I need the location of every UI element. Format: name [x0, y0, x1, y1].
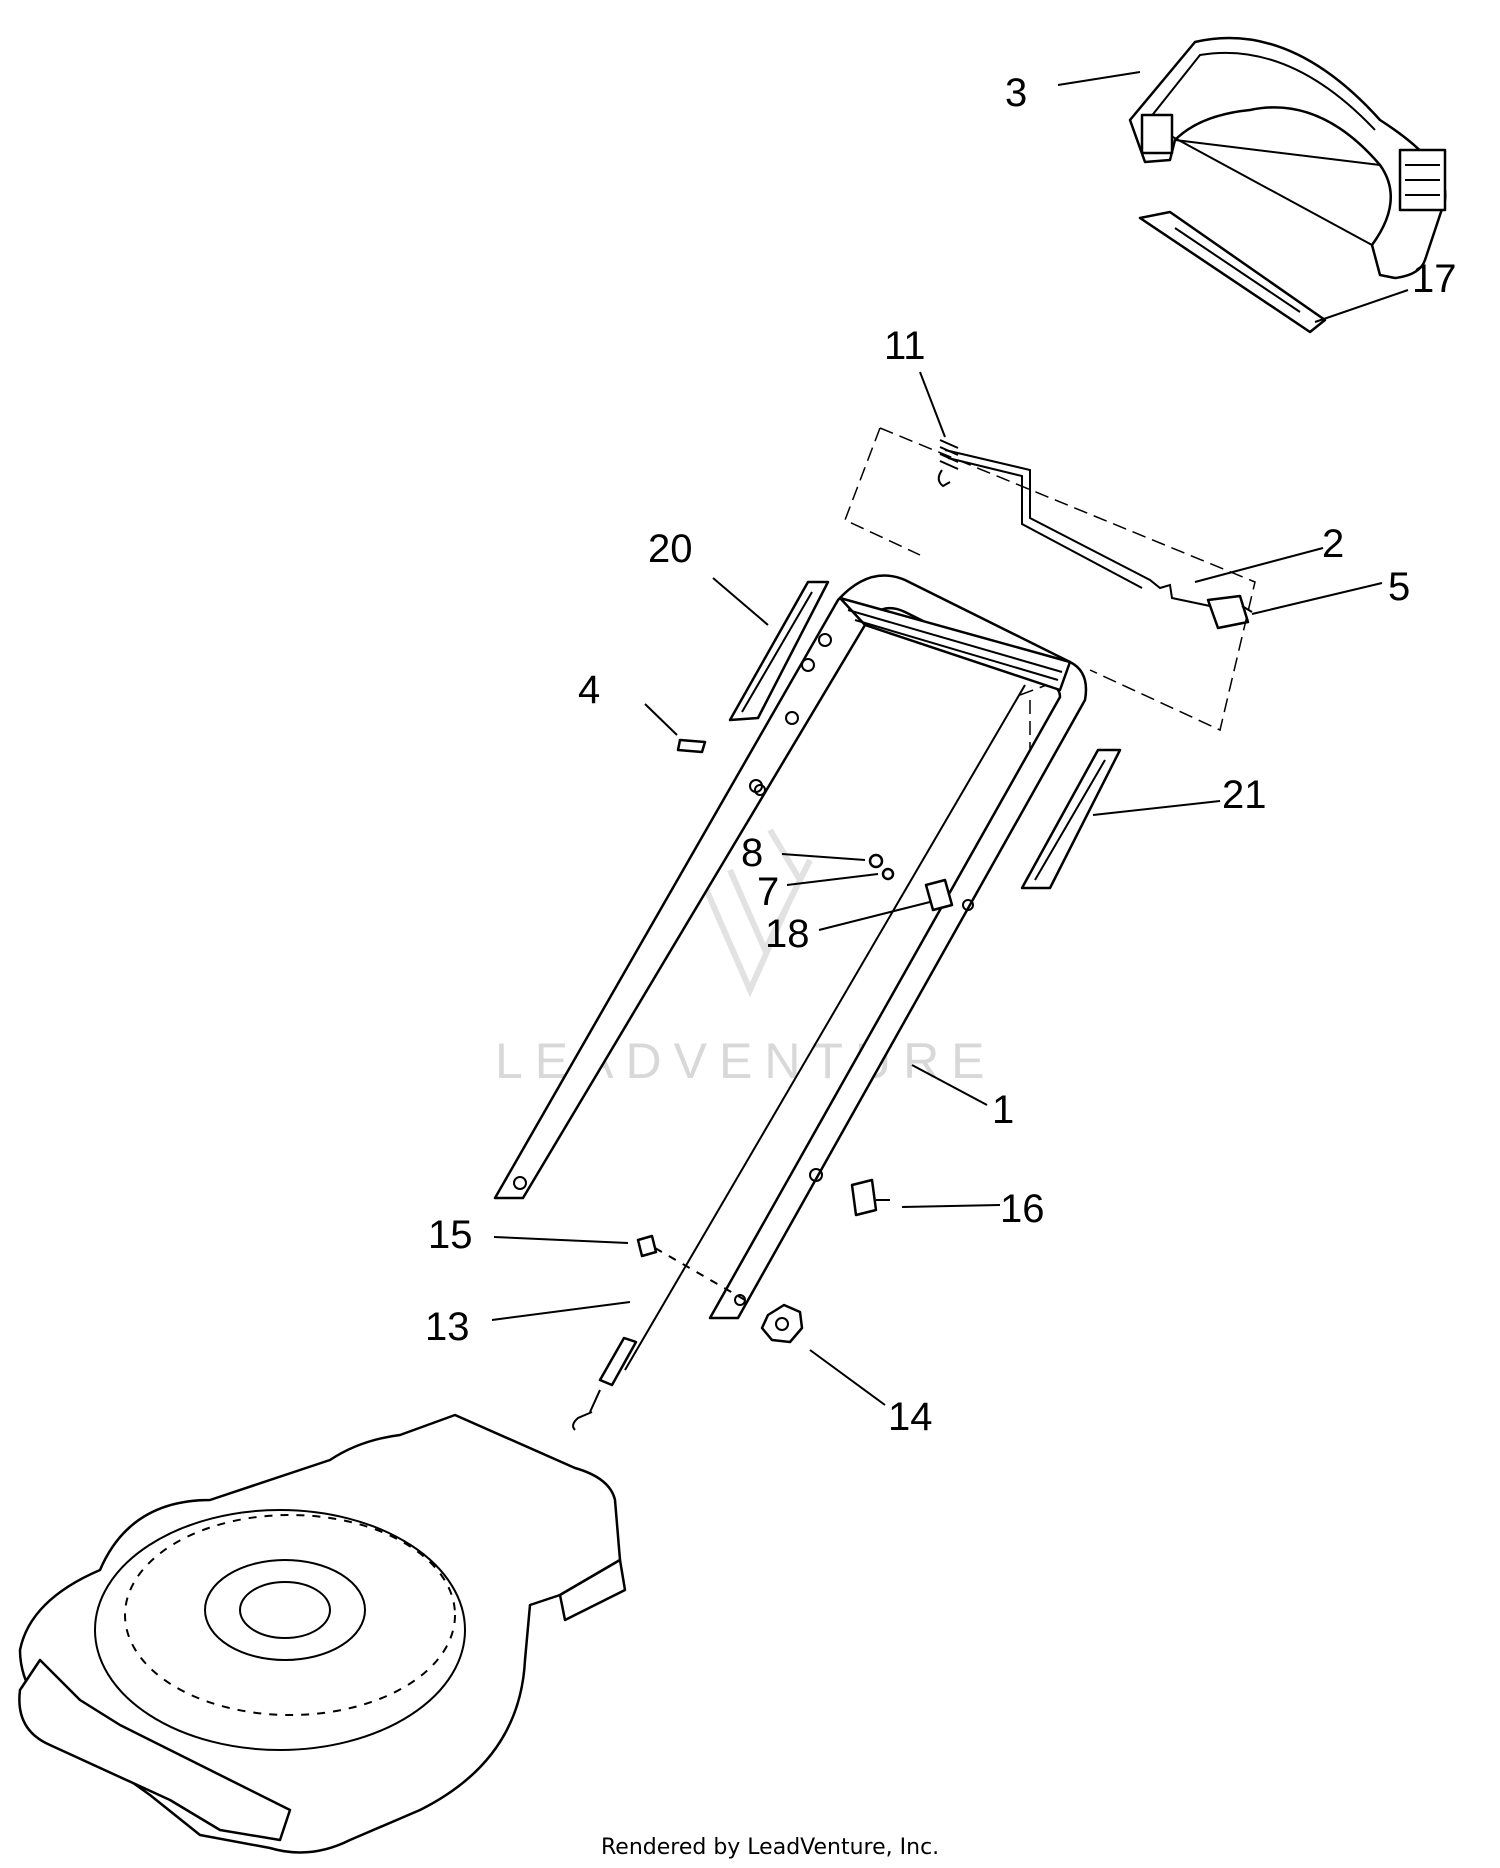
- spring-part: [937, 439, 959, 488]
- callouts: 3 17 11 2 5 20 4 21 8 7 18 1 16 15 13 14: [425, 71, 1457, 1439]
- callout-7: 7: [757, 870, 779, 914]
- leader-13: [491, 1301, 631, 1321]
- callout-15: 15: [428, 1213, 473, 1257]
- handle-grip-left-part: [728, 580, 830, 722]
- nut-part: [868, 853, 884, 869]
- washer-part: [881, 867, 895, 881]
- handle-knob-part: [760, 1303, 804, 1344]
- callout-16: 16: [1000, 1187, 1045, 1231]
- leader-1: [911, 1064, 988, 1106]
- bolt-part: [676, 738, 766, 796]
- leader-21: [1092, 800, 1221, 816]
- callout-5: 5: [1388, 565, 1410, 609]
- carriage-bolt-part: [636, 1234, 746, 1301]
- callout-1: 1: [992, 1088, 1014, 1132]
- callout-3: 3: [1005, 71, 1027, 115]
- leader-5: [1251, 582, 1383, 615]
- leader-11: [919, 371, 946, 438]
- callout-8: 8: [741, 831, 763, 875]
- handle-grip-right-part: [1020, 748, 1122, 890]
- callout-21: 21: [1222, 773, 1267, 817]
- callout-14: 14: [888, 1395, 933, 1439]
- leader-14: [809, 1349, 886, 1406]
- callout-11: 11: [884, 324, 926, 368]
- callout-17: 17: [1412, 257, 1457, 301]
- leader-3: [1057, 71, 1141, 86]
- leader-7: [786, 873, 879, 886]
- leader-17: [1314, 289, 1409, 323]
- decal-part: [1138, 210, 1327, 334]
- leader-18: [818, 901, 931, 931]
- leader-4: [644, 703, 678, 736]
- callout-20: 20: [648, 527, 693, 571]
- leader-15: [493, 1236, 629, 1244]
- lower-handle-part: [493, 574, 1088, 1320]
- footer-credit: Rendered by LeadVenture, Inc.: [601, 1835, 939, 1860]
- callout-13: 13: [425, 1305, 470, 1349]
- control-cable-part: [572, 684, 1026, 1431]
- leader-20: [712, 577, 769, 626]
- leader-16: [901, 1204, 1001, 1208]
- mower-deck-part: [18, 1413, 627, 1854]
- cable-guide-part: [924, 878, 954, 912]
- upper-handle-part: [1128, 36, 1447, 280]
- callout-18: 18: [765, 912, 810, 956]
- leader-2: [1194, 547, 1324, 583]
- cable-clip-part: [850, 1178, 890, 1217]
- callout-2: 2: [1322, 522, 1344, 566]
- control-bail-part: [944, 449, 1253, 630]
- leader-8: [781, 853, 866, 861]
- callout-4: 4: [578, 668, 600, 712]
- assembly-boundary: [844, 427, 1256, 732]
- leader-lines: [491, 71, 1409, 1406]
